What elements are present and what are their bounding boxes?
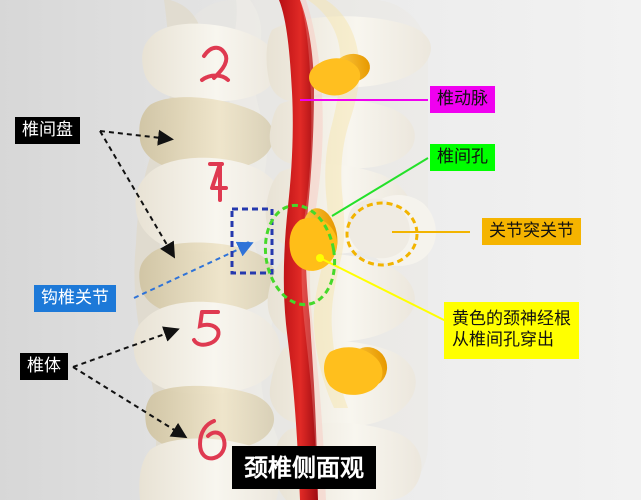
vertebra-number-4-shape — [208, 162, 228, 202]
intervertebral-foramen-outline — [263, 203, 337, 307]
vertebra-number-5: 5 — [198, 339, 199, 341]
label-intervertebral-foramen: 椎间孔 — [430, 144, 495, 171]
annotations — [72, 99, 470, 439]
vertebra-number-4: 4 — [212, 187, 213, 189]
label-facet-joint: 关节突关节 — [482, 218, 581, 245]
facet-joint-outline — [345, 201, 419, 267]
vertebra-number-3-shape — [200, 45, 230, 82]
foramen-pointer-line — [331, 157, 429, 217]
vertebra-number-6-shape — [197, 419, 227, 461]
vertebral-body-arrow-upper — [72, 326, 180, 368]
label-vertebral-body: 椎体 — [20, 353, 68, 380]
label-uncovertebral-joint: 钩椎关节 — [34, 285, 116, 312]
label-vertebral-artery: 椎动脉 — [430, 86, 495, 113]
uncovertebral-point — [245, 241, 251, 247]
label-nerve-root-note-line-2: 从椎间孔穿出 — [452, 330, 554, 351]
vertebra-number-3: 3 — [205, 75, 206, 77]
spine-model: 3 4 5 6 — [133, 0, 436, 500]
label-intervertebral-disc: 椎间盘 — [15, 117, 80, 144]
disc-arrow-lower — [99, 130, 176, 259]
vertebral-body-arrow-lower — [72, 366, 188, 439]
vertebra-number-6: 6 — [205, 456, 206, 458]
uncovertebral-joint-box — [230, 207, 274, 275]
uncovertebral-pointer-line — [133, 241, 254, 299]
disc-arrow-upper — [99, 129, 174, 146]
vertebra-number-5-shape — [192, 310, 221, 347]
nerve-note-pointer-line — [319, 257, 451, 324]
nerve-root-highlight-dot — [316, 254, 324, 262]
view-title: 颈椎侧面观 — [232, 446, 376, 489]
label-nerve-root-note: 黄色的颈神经根 从椎间孔穿出 — [444, 302, 579, 359]
label-nerve-root-note-line-1: 黄色的颈神经根 — [452, 309, 571, 329]
